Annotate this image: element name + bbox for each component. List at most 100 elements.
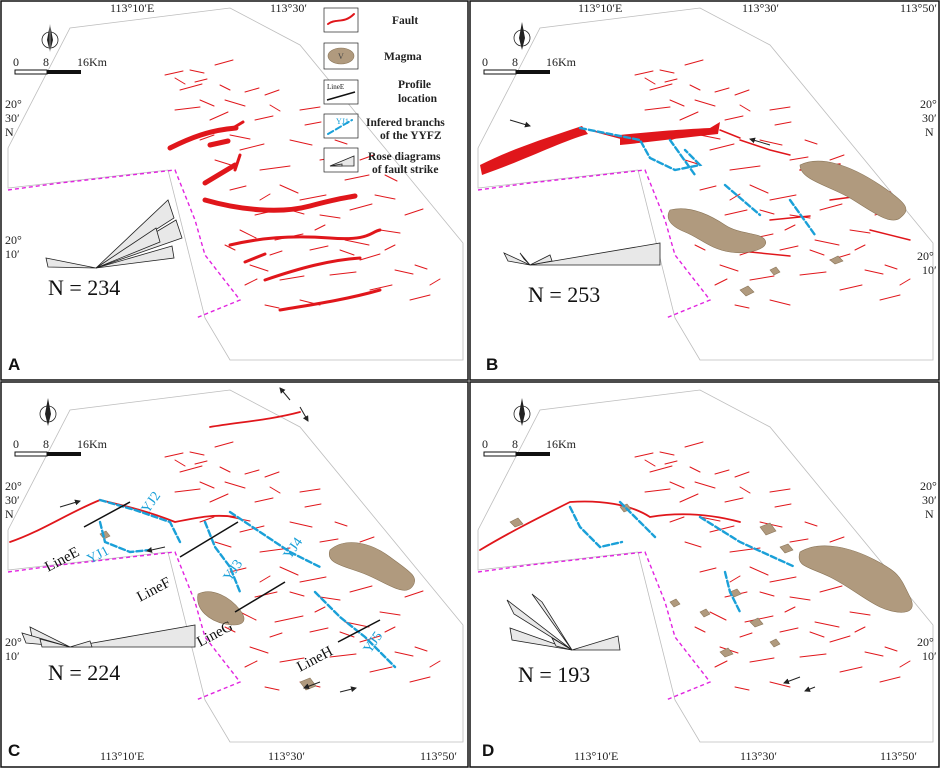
legend-rose-2: of fault strike (372, 164, 438, 176)
inferred-branch (723, 183, 817, 237)
scale-bar: 0 8 16Km (482, 437, 577, 457)
svg-text:20°: 20° (920, 479, 937, 493)
svg-text:30′: 30′ (922, 111, 937, 125)
fault-count: N = 193 (518, 662, 590, 687)
svg-text:20°: 20° (5, 479, 22, 493)
rose-diagram (506, 593, 621, 651)
svg-text:20°: 20° (5, 635, 22, 649)
svg-text:113°10′E: 113°10′E (100, 749, 144, 763)
svg-text:113°50′: 113°50′ (880, 749, 917, 763)
panel-c: LineE LineF LineG LineH YJ1 YJ2 YJ3 YJ4 … (5, 387, 464, 763)
svg-text:20°: 20° (5, 97, 22, 111)
svg-text:113°10′E: 113°10′E (110, 1, 154, 15)
svg-text:113°30′: 113°30′ (268, 749, 305, 763)
profile-line-h (337, 619, 381, 643)
major-fault (620, 122, 720, 145)
fault-count: N = 234 (48, 275, 120, 300)
svg-text:N: N (925, 125, 934, 139)
major-fault (228, 228, 382, 312)
major-fault (480, 126, 588, 175)
inferred-branch (568, 505, 624, 549)
svg-text:N: N (5, 125, 14, 139)
svg-text:16Km: 16Km (546, 55, 577, 69)
svg-text:10′: 10′ (922, 263, 937, 277)
svg-text:8: 8 (512, 55, 518, 69)
svg-text:YJ1: YJ1 (336, 117, 349, 126)
svg-text:N: N (925, 507, 934, 521)
magma-body (798, 545, 913, 613)
north-arrow-icon (513, 398, 531, 426)
panel-label: A (8, 355, 20, 374)
legend-fault: Fault (392, 15, 418, 27)
svg-text:113°10′E: 113°10′E (578, 1, 622, 15)
svg-text:LineE: LineE (327, 83, 344, 91)
panel-label: C (8, 741, 20, 760)
svg-text:16Km: 16Km (77, 437, 108, 451)
svg-text:0: 0 (482, 437, 488, 451)
legend: Fault V Magma LineE Profile location YJ1… (323, 7, 445, 176)
fault-count: N = 253 (528, 282, 600, 307)
svg-text:10′: 10′ (922, 649, 937, 663)
inferred-branch-yj5 (313, 590, 397, 669)
svg-text:16Km: 16Km (77, 55, 108, 69)
svg-text:8: 8 (43, 437, 49, 451)
svg-text:20°: 20° (5, 233, 22, 247)
svg-text:V: V (338, 52, 344, 61)
profile-line-g (234, 581, 286, 613)
inferred-branch (723, 570, 742, 614)
profile-label: LineG (194, 618, 235, 650)
rose-diagram (21, 624, 196, 648)
profile-label: LineE (42, 544, 82, 575)
rose-diagram (45, 199, 183, 269)
svg-text:20°: 20° (920, 97, 937, 111)
inferred-branch (578, 126, 703, 177)
branch-label: YJ1 (85, 544, 112, 568)
north-arrow-icon (513, 22, 531, 50)
svg-text:113°50′: 113°50′ (900, 1, 937, 15)
profile-label: LineH (294, 643, 335, 675)
svg-text:30′: 30′ (922, 493, 937, 507)
branch-label: YJ5 (361, 629, 386, 656)
svg-text:113°50′: 113°50′ (420, 749, 457, 763)
inferred-branch-yj1 (98, 520, 152, 554)
svg-text:20°: 20° (917, 635, 934, 649)
legend-branches-1: Infered branchs (366, 117, 445, 129)
panel-label: D (482, 741, 494, 760)
svg-text:N: N (5, 507, 14, 521)
scale-bar: 0 8 16Km (13, 55, 108, 75)
inferred-branch-yj4 (228, 510, 322, 569)
north-arrow-icon (41, 24, 59, 52)
panel-d: 0 8 16Km N = 193 D 20° 30′ N 20° 10′ 113… (477, 389, 937, 763)
magma-body (799, 160, 907, 221)
svg-text:20°: 20° (917, 249, 934, 263)
magma-body (328, 542, 416, 591)
inferred-branch (698, 515, 797, 569)
legend-magma: Magma (384, 51, 422, 63)
scale-bar: 0 8 16Km (13, 437, 108, 457)
svg-text:113°10′E: 113°10′E (574, 749, 618, 763)
svg-text:113°30′: 113°30′ (270, 1, 307, 15)
svg-text:113°30′: 113°30′ (740, 749, 777, 763)
profile-label: LineF (134, 575, 173, 606)
svg-text:30′: 30′ (5, 493, 20, 507)
svg-text:8: 8 (43, 55, 49, 69)
scale-bar: 0 8 16Km (482, 55, 577, 75)
legend-branches-2: of the YYFZ (380, 130, 442, 142)
svg-text:113°30′: 113°30′ (742, 1, 779, 15)
panel-b: 0 8 16Km N = 253 B 113°10′E 113°30′ 113°… (477, 1, 937, 374)
legend-rose-1: Rose diagrams (368, 151, 441, 163)
legend-profile-1: Profile (398, 79, 431, 91)
profile-line-f (179, 521, 239, 558)
panel-label: B (486, 355, 498, 374)
svg-text:0: 0 (13, 437, 19, 451)
svg-text:16Km: 16Km (546, 437, 577, 451)
svg-text:10′: 10′ (5, 649, 20, 663)
fault-count: N = 224 (48, 660, 120, 685)
svg-text:0: 0 (13, 55, 19, 69)
rose-diagram (503, 242, 661, 266)
magma-body (197, 591, 245, 626)
magma-body (667, 208, 767, 253)
svg-text:8: 8 (512, 437, 518, 451)
